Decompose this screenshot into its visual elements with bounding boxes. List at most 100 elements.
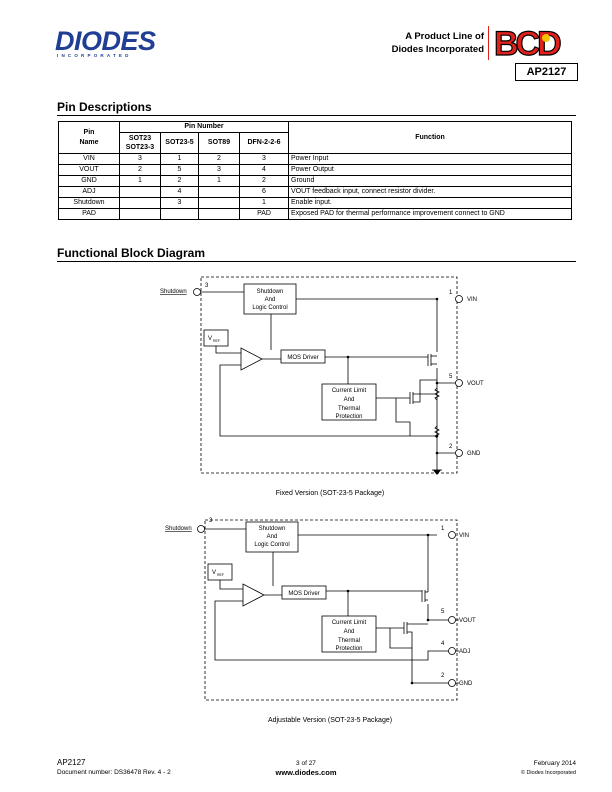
fixed-error-amp <box>240 347 263 371</box>
cell-sot89 <box>198 208 240 220</box>
cell-name: VOUT <box>58 164 120 176</box>
footer-copyright: © Diodes Incorporated <box>520 770 576 776</box>
cell-sot23-5: 5 <box>160 164 199 176</box>
cell-function: Power Output <box>288 164 572 176</box>
adjustable-caption: Adjustable Version (SOT-23-5 Package) <box>267 717 393 724</box>
fixed-vin-pin <box>455 295 463 303</box>
cell-function: Enable input. <box>288 197 572 209</box>
col-pin-number: Pin Number <box>119 121 289 133</box>
svg-text:Thermal: Thermal <box>338 638 360 644</box>
svg-text:And: And <box>265 297 276 303</box>
cell-sot89: 2 <box>198 153 240 165</box>
adj-vref-label: V <box>212 570 216 576</box>
footer-date: February 2014 <box>533 760 576 767</box>
cell-sot23: 3 <box>119 153 161 165</box>
fixed-pin3: 3 <box>205 283 209 289</box>
adj-logic-block <box>245 521 299 553</box>
cell-dfn: 1 <box>239 197 289 209</box>
cell-sot23-5 <box>160 208 199 220</box>
svg-text:Shutdown: Shutdown <box>257 289 284 295</box>
adj-vout-pin <box>448 616 456 624</box>
adj-shutdown-label: Shutdown <box>165 526 192 532</box>
adj-package-outline <box>204 519 458 701</box>
fixed-caption: Fixed Version (SOT-23-5 Package) <box>275 490 385 497</box>
svg-text:Logic Control: Logic Control <box>254 542 289 548</box>
adj-pin1: 1 <box>441 526 445 532</box>
cell-sot23-5: 3 <box>160 197 199 209</box>
cell-function: Power Input <box>288 153 572 165</box>
fixed-vref-label: V <box>208 336 212 342</box>
fixed-pin2: 2 <box>449 444 453 450</box>
footer-part: AP2127 <box>57 758 86 767</box>
svg-text:Shutdown: Shutdown <box>259 526 286 532</box>
fixed-package-outline <box>200 276 458 474</box>
cell-sot23-5: 4 <box>160 186 199 198</box>
footer-docnum: Document number: DS36478 Rev. 4 - 2 <box>57 769 171 776</box>
cell-name: PAD <box>58 208 120 220</box>
cell-sot23 <box>119 208 161 220</box>
fixed-vout-label: VOUT <box>467 381 484 387</box>
fixed-vout-pin <box>455 379 463 387</box>
cell-dfn: 4 <box>239 164 289 176</box>
cell-name: GND <box>58 175 120 187</box>
fixed-shutdown-pin <box>193 288 201 296</box>
adj-shutdown-pin <box>197 525 205 533</box>
svg-text:Protection: Protection <box>335 646 362 652</box>
svg-text:Thermal: Thermal <box>338 406 360 412</box>
fixed-gnd-pin <box>455 449 463 457</box>
section-rule-2 <box>57 261 576 262</box>
footer-url[interactable]: www.diodes.com <box>275 768 337 777</box>
cell-sot23 <box>119 197 161 209</box>
pin-descriptions-title: Pin Descriptions <box>57 100 152 114</box>
adj-current-limit-block <box>321 615 377 653</box>
fixed-vin-label: VIN <box>467 297 477 303</box>
cell-dfn: 2 <box>239 175 289 187</box>
cell-sot23: 2 <box>119 164 161 176</box>
svg-text:Current Limit: Current Limit <box>332 620 367 626</box>
adj-vin-pin <box>448 531 456 539</box>
svg-text:REF: REF <box>217 573 224 577</box>
cell-sot23-5: 2 <box>160 175 199 187</box>
svg-text:And: And <box>344 397 355 403</box>
fixed-resistor-top <box>434 387 440 401</box>
adj-gnd-label: GND <box>459 681 473 687</box>
fixed-current-limit-block <box>321 383 377 421</box>
block-diagram-title: Functional Block Diagram <box>57 246 206 260</box>
fixed-mos-label: MOS Driver <box>287 355 318 361</box>
svg-text:And: And <box>344 629 355 635</box>
cell-dfn: 3 <box>239 153 289 165</box>
pin-table: Pin Name Pin Number Function SOT23 SOT23… <box>58 121 572 220</box>
col-dfn: DFN-2-2-6 <box>239 132 289 154</box>
diodes-logo-sub: INCORPORATED <box>57 53 132 58</box>
adj-adj-pin <box>448 647 456 655</box>
svg-text:Current Limit: Current Limit <box>332 388 367 394</box>
bcd-logo-text: BCD <box>494 25 561 60</box>
col-sot23-5: SOT23-5 <box>160 132 199 154</box>
col-function: Function <box>288 121 572 154</box>
fixed-pin5: 5 <box>449 374 453 380</box>
adj-adj-label: ADJ <box>459 649 470 655</box>
adj-gnd-pin <box>448 679 456 687</box>
svg-text:Logic Control: Logic Control <box>252 305 287 311</box>
fixed-resistor-bottom <box>434 425 440 439</box>
fixed-shutdown-label: Shutdown <box>160 289 187 295</box>
adjustable-version-diagram: Shutdown 3 1 5 4 2 VIN VOUT ADJ GND Shut… <box>165 518 476 701</box>
adj-mos-label: MOS Driver <box>288 591 319 597</box>
bcd-logo: BCD <box>493 24 564 60</box>
footer-page: 3 of 27 <box>296 760 316 767</box>
fixed-version-diagram: Shutdown 3 1 5 2 VIN VOUT GND Shutdown A… <box>160 276 484 475</box>
svg-text:And: And <box>267 534 278 540</box>
adj-vout-label: VOUT <box>459 618 476 624</box>
fixed-pin1: 1 <box>449 290 453 296</box>
col-sot23: SOT23 SOT23-3 <box>119 132 161 154</box>
cell-dfn: PAD <box>239 208 289 220</box>
adj-vin-label: VIN <box>459 533 469 539</box>
adj-pin5: 5 <box>441 609 445 615</box>
cell-sot89 <box>198 197 240 209</box>
